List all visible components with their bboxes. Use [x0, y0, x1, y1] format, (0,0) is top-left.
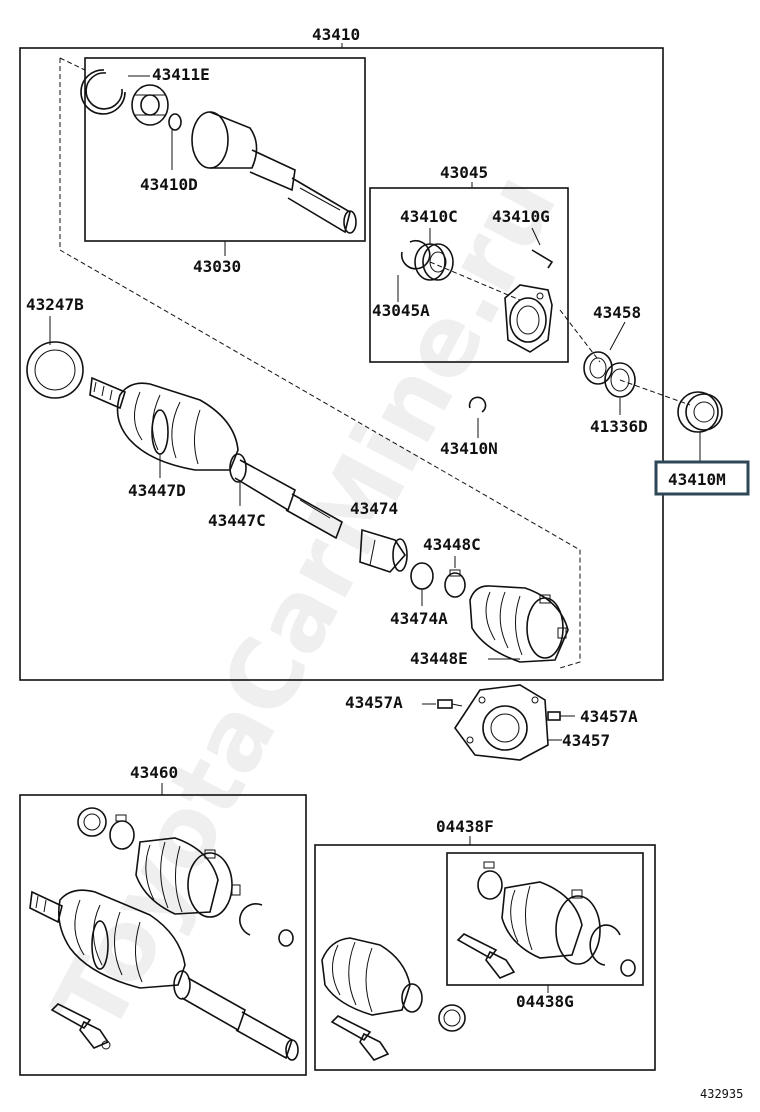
shaft-43460-icon: [29, 889, 299, 1061]
seal-group: 43458 41336D: [583, 303, 648, 436]
inboard-joint-box: [84, 57, 366, 242]
label-43045[interactable]: 43045: [440, 163, 488, 182]
label-43247B[interactable]: 43247B: [26, 295, 84, 314]
boot-43460-icon: [135, 837, 241, 918]
diagram-id: 432935: [700, 1087, 743, 1101]
bearing-bracket-icon: [504, 284, 553, 353]
dashed-guides: [59, 57, 691, 669]
grease-tube-04438F-icon: [330, 1015, 390, 1061]
bracket-43457-icon: [454, 684, 549, 761]
label-43460[interactable]: 43460: [130, 763, 178, 782]
seal-43247B-icon: [26, 341, 84, 399]
label-04438G[interactable]: 04438G: [516, 992, 574, 1011]
bearing-kit-43045-group: 43045 43410C 43410G 43045A: [369, 163, 569, 363]
inner-boot-group: 43448C 43448E: [410, 535, 569, 668]
label-43474[interactable]: 43474: [350, 499, 398, 518]
damper-43474-group: 43474 43474A: [350, 499, 448, 628]
label-43410N[interactable]: 43410N: [440, 439, 498, 458]
snap-ring-43045A-icon: [400, 239, 431, 270]
label-43457[interactable]: 43457: [562, 731, 610, 750]
clip-04438G-icon: [620, 959, 636, 977]
clamp-04438G-icon: [477, 861, 503, 900]
damper-43474-icon: [359, 528, 408, 573]
tripod-joint-icon: [131, 84, 169, 126]
grease-tube-04438G-icon: [456, 933, 516, 979]
bearing-43410M-group: 43410M: [654, 391, 750, 496]
label-43447D[interactable]: 43447D: [128, 481, 186, 500]
label-43410C[interactable]: 43410C: [400, 207, 458, 226]
label-43411E[interactable]: 43411E: [152, 65, 210, 84]
snap-ring-43410N-icon: [468, 396, 487, 413]
label-43457A-left[interactable]: 43457A: [345, 693, 403, 712]
clip-43460-icon: [278, 929, 294, 947]
label-41336D[interactable]: 41336D: [590, 417, 648, 436]
ring-43474A-icon: [410, 562, 434, 590]
seal-43458-icon: [583, 351, 613, 385]
bolt-left-icon: [437, 699, 463, 709]
boot-04438F-icon: [321, 937, 423, 1016]
clamp-43448C-icon: [444, 569, 466, 598]
boot-43448E-icon: [469, 585, 569, 663]
shaft-assy-43460-box: [19, 794, 307, 1076]
pin-43410G-icon: [531, 249, 554, 269]
bracket-43457-group: 43457A 43457A 43457: [345, 684, 638, 761]
label-43448E[interactable]: 43448E: [410, 649, 468, 668]
label-04438F[interactable]: 04438F: [436, 817, 494, 836]
label-43030[interactable]: 43030: [193, 257, 241, 276]
snap-ring-43410N-group: 43410N: [440, 396, 498, 458]
inboard-joint-43030-group: 43030 43411E 43410D: [80, 57, 366, 276]
snap-ring-04438G-icon: [589, 924, 621, 966]
bearing-43410M-icon: [677, 391, 723, 433]
bolt-right-icon: [547, 711, 575, 721]
boot-kit-04438F-group: 04438F 04438G: [314, 817, 656, 1071]
ring-04438F-icon: [438, 1004, 466, 1032]
label-43457A-right[interactable]: 43457A: [580, 707, 638, 726]
clamp-43460-icon: [109, 814, 135, 850]
label-43447C[interactable]: 43447C: [208, 511, 266, 530]
boot-04438G-icon: [501, 881, 601, 965]
watermark: ToyotaCarMine.ru: [31, 155, 578, 1050]
boot-kit-04438G-box: [446, 852, 644, 986]
clip-43410D-icon: [168, 113, 182, 131]
label-43458[interactable]: 43458: [593, 303, 641, 322]
label-43045A[interactable]: 43045A: [372, 301, 430, 320]
highlight-frame: [654, 460, 750, 496]
ring-43460-icon: [77, 807, 107, 837]
snap-ring-43460-icon: [239, 903, 263, 936]
bearing-43410C-icon: [414, 243, 454, 281]
boot-kit-04438F-box: [314, 844, 656, 1071]
label-43410G[interactable]: 43410G: [492, 207, 550, 226]
inboard-housing-icon: [191, 111, 357, 234]
label-43410M[interactable]: 43410M: [668, 470, 726, 489]
assembly-43410-group: 43410: [19, 25, 664, 681]
label-43448C[interactable]: 43448C: [423, 535, 481, 554]
drive-shaft-icon: [89, 376, 343, 540]
label-43474A[interactable]: 43474A: [390, 609, 448, 628]
bearing-41336D-icon: [604, 362, 636, 398]
seal-43247B-group: 43247B: [26, 295, 84, 399]
label-43410D[interactable]: 43410D: [140, 175, 198, 194]
snap-ring-43411E-icon: [80, 69, 126, 115]
label-43410[interactable]: 43410: [312, 25, 360, 44]
shaft-assy-43460-group: 43460: [19, 763, 307, 1076]
grease-tube-43460-icon: [50, 1003, 111, 1050]
bearing-kit-box: [369, 187, 569, 363]
